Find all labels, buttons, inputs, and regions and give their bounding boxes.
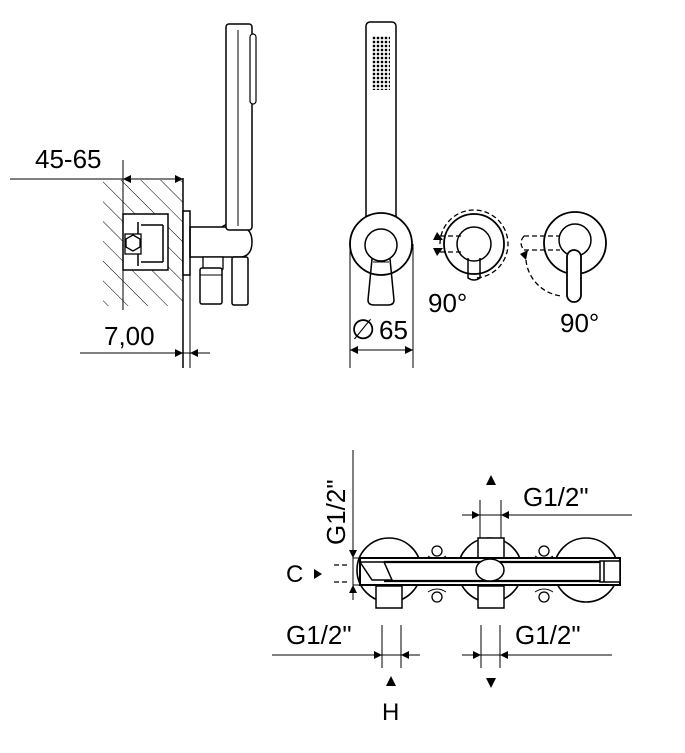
shower-outlet [231,256,249,306]
marker-h-arrow-icon [386,676,396,686]
thread-bottom-left-label: G1/2" [286,620,352,650]
rotation-left-label: 90° [428,288,467,318]
dimension-thread-bottom-right: G1/2" [462,620,612,688]
arrow-down-icon [486,678,496,688]
mixer-body [189,223,253,306]
hex-connector-icon [125,234,141,252]
thread-top-right-label: G1/2" [523,482,589,512]
side-view: 45-65 7,00 [10,23,257,368]
dimension-wall-depth: 45-65 [10,144,183,183]
dimension-wall-depth-label: 45-65 [35,144,102,174]
dimension-thread-left-vertical: G1/2" [321,450,375,600]
rotation-view-right: 90° [520,211,607,338]
front-view: ∅ 65 [349,21,414,368]
plan-center-knob [475,558,505,582]
thread-left-vertical-label: G1/2" [321,479,351,545]
marker-c: C [286,561,350,588]
dimension-thread-bottom-left: G1/2" [272,620,420,668]
rotation-arrow-left-icon [433,232,443,240]
handle-lever [202,256,224,270]
marker-h: H [382,676,399,726]
rotation-view-left: 90° [428,209,509,318]
plan-view: G1/2" C G1/2" G1/2" [272,450,632,726]
rotation-right-label: 90° [560,308,599,338]
thread-bottom-right-label: G1/2" [515,620,581,650]
arrow-up-icon [486,475,496,485]
dimension-projection-label: 7,00 [104,321,155,351]
hand-shower-side [225,23,257,231]
dimension-diameter-symbol: ∅ [351,314,375,345]
marker-h-label: H [382,699,399,726]
marker-c-label: C [286,561,303,588]
marker-c-arrow-icon [314,569,322,579]
dimension-thread-top-right: G1/2" [462,475,632,538]
dimension-projection: 7,00 [80,270,210,368]
dimension-plate-diameter: ∅ 65 [349,244,414,368]
dimension-diameter-label: 65 [379,315,408,345]
rotation-arrow-right-icon [520,250,528,260]
front-handle-knob [364,228,398,262]
wall-plate [182,210,191,276]
concealed-valve-body [124,222,164,266]
shower-nozzle-icon [372,36,390,90]
